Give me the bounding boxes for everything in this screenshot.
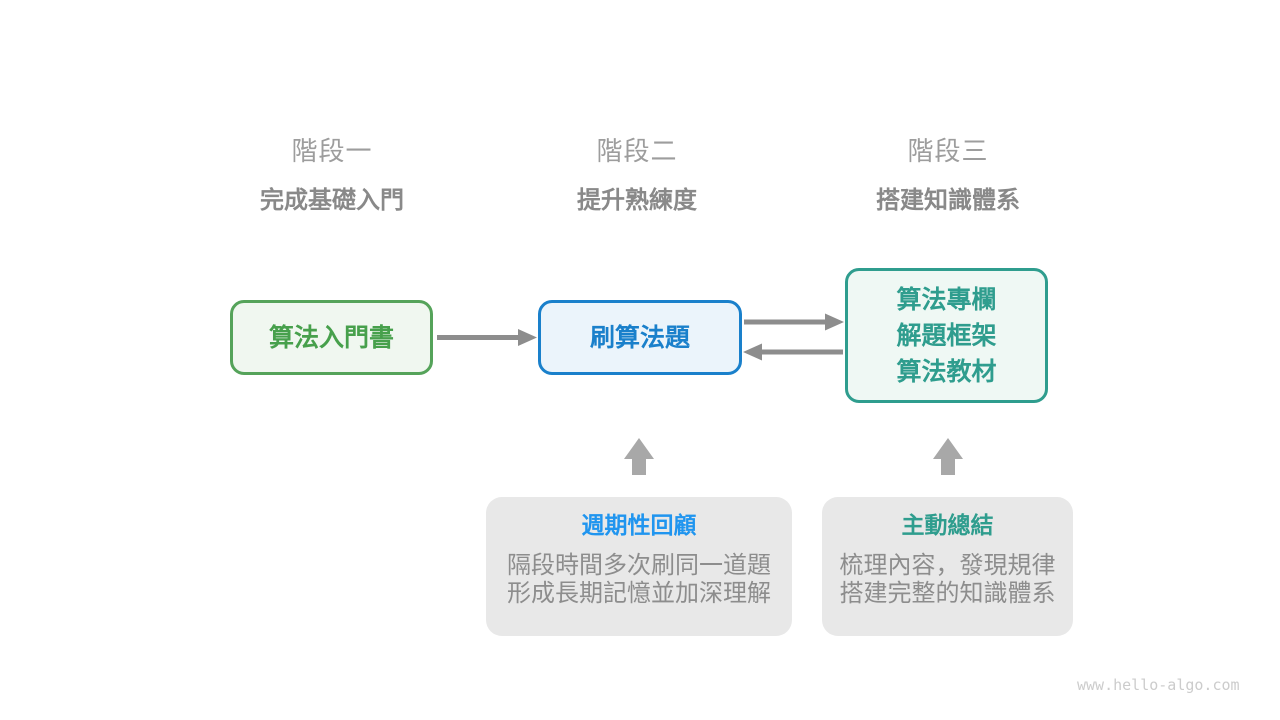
stage3-subtitle: 搭建知識體系 [876,187,1020,214]
note-summary-title: 主動總結 [901,512,994,538]
up-arrow-summary [933,438,963,475]
stage1-title: 階段一 [291,136,373,166]
note-summary: 主動總結 梳理內容，發現規律 搭建完整的知識體系 [822,497,1073,636]
watermark: www.hello-algo.com [1077,676,1240,694]
node-advanced-line2: 解題框架 [896,321,997,350]
note-review-title: 週期性回顧 [581,512,697,538]
node-practice: 刷算法題 [538,300,742,375]
up-arrow-review [624,438,654,475]
node-practice-label: 刷算法題 [589,323,690,352]
note-review: 週期性回顧 隔段時間多次刷同一道題 形成長期記憶並加深理解 [486,497,792,636]
note-summary-line2: 搭建完整的知識體系 [839,580,1056,607]
stage3-title: 階段三 [907,136,989,166]
node-intro-book: 算法入門書 [230,300,433,375]
note-review-line2: 形成長期記憶並加深理解 [507,580,771,607]
node-advanced-line3: 算法教材 [896,357,997,386]
stage2-title: 階段二 [596,136,678,166]
stage1-subtitle: 完成基礎入門 [260,187,404,214]
node-advanced: 算法專欄 解題框架 算法教材 [845,268,1048,403]
arrow-stage3-to-stage2 [743,343,843,361]
stage2-subtitle: 提升熟練度 [577,187,697,214]
note-review-line1: 隔段時間多次刷同一道題 [507,552,771,579]
note-summary-line1: 梳理內容，發現規律 [839,552,1056,579]
node-advanced-line1: 算法專欄 [896,285,997,314]
arrow-stage2-to-stage3 [744,313,844,331]
node-intro-book-label: 算法入門書 [268,323,394,352]
arrow-stage1-to-stage2 [437,329,537,346]
